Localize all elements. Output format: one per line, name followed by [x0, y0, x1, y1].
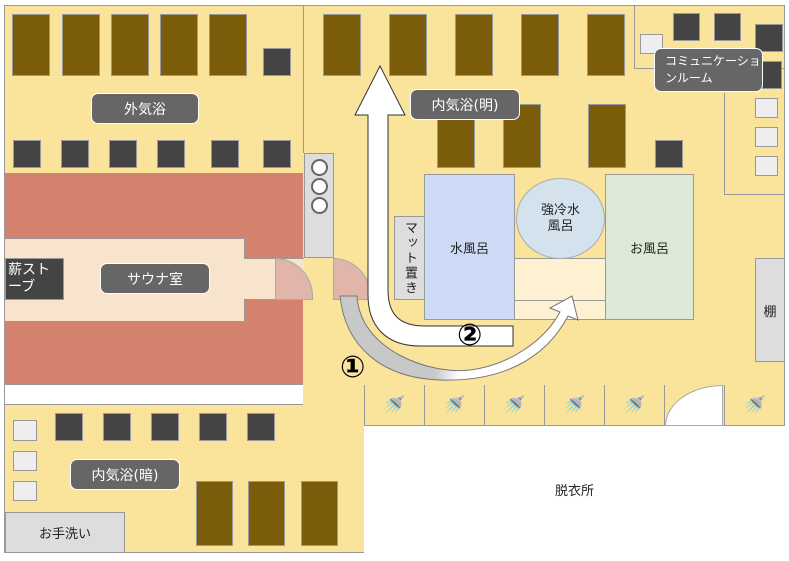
- bench: [12, 14, 50, 76]
- stool: [755, 156, 778, 176]
- alcove: [724, 93, 785, 195]
- chair: [263, 140, 291, 168]
- bench: [389, 14, 427, 76]
- chair: [714, 13, 741, 41]
- shower-icon: 🚿: [425, 385, 485, 425]
- washbasin: [311, 197, 328, 214]
- bench: [455, 14, 493, 76]
- route-1-marker: ①: [340, 350, 366, 385]
- chair: [211, 140, 239, 168]
- chair: [247, 413, 275, 441]
- bench: [323, 14, 361, 76]
- chair: [151, 413, 179, 441]
- bench: [587, 14, 625, 76]
- bench: [248, 481, 285, 546]
- route-2-marker: ②: [457, 318, 483, 353]
- chair: [55, 413, 83, 441]
- bench: [588, 104, 626, 168]
- shelf: 棚: [755, 258, 785, 362]
- chair: [13, 140, 41, 168]
- extra-cold-bath: 強冷水風呂: [516, 178, 605, 259]
- bench-tier: [5, 363, 275, 364]
- stool: [13, 481, 37, 501]
- bench: [160, 14, 198, 76]
- restroom: お手洗い: [5, 512, 125, 553]
- stool: [755, 127, 778, 147]
- stool: [13, 451, 37, 471]
- outdoor-rest-label: 外気浴: [91, 93, 199, 124]
- chair: [157, 140, 185, 168]
- chair: [61, 140, 89, 168]
- hot-bath: お風呂: [605, 174, 694, 320]
- bench: [111, 14, 149, 76]
- shower-icon: 🚿: [545, 385, 605, 425]
- chair: [263, 48, 291, 76]
- bench: [521, 14, 559, 76]
- stool: [755, 98, 778, 118]
- doorway: [665, 385, 725, 426]
- indoor-rest-bright-label: 内気浴(明): [410, 89, 520, 120]
- wood-stove: 薪ストーブ: [5, 258, 64, 300]
- corridor: [5, 385, 303, 405]
- shower-icon: 🚿: [743, 394, 767, 416]
- step-line: [514, 300, 606, 301]
- bench: [503, 104, 541, 168]
- sauna-room-label: サウナ室: [100, 263, 210, 294]
- bench-tier: [5, 195, 275, 196]
- indoor-rest-dark-label: 内気浴(暗): [70, 459, 180, 490]
- chair: [673, 13, 700, 41]
- changing-room: 脱衣所: [364, 426, 785, 553]
- route-1-arrow: [339, 295, 579, 381]
- washbasin: [311, 178, 328, 195]
- chair: [655, 140, 683, 168]
- chair: [103, 413, 131, 441]
- communication-room-label: コミュニケーションルーム: [654, 48, 763, 92]
- cold-bath: 水風呂: [424, 174, 515, 320]
- bench: [62, 14, 100, 76]
- route-2-arrow: [354, 64, 514, 347]
- shower-icon: 🚿: [365, 385, 425, 425]
- stool: [13, 420, 37, 441]
- bench: [196, 481, 233, 546]
- chair: [199, 413, 227, 441]
- chair: [755, 24, 783, 52]
- bench: [301, 481, 338, 546]
- washbasin: [311, 159, 328, 176]
- chair: [109, 140, 137, 168]
- shower-icon: 🚿: [485, 385, 545, 425]
- wall: [303, 5, 304, 153]
- shower-row: 🚿 🚿 🚿 🚿 🚿 🚿: [364, 385, 785, 426]
- shower-icon: 🚿: [605, 385, 665, 425]
- bench: [209, 14, 247, 76]
